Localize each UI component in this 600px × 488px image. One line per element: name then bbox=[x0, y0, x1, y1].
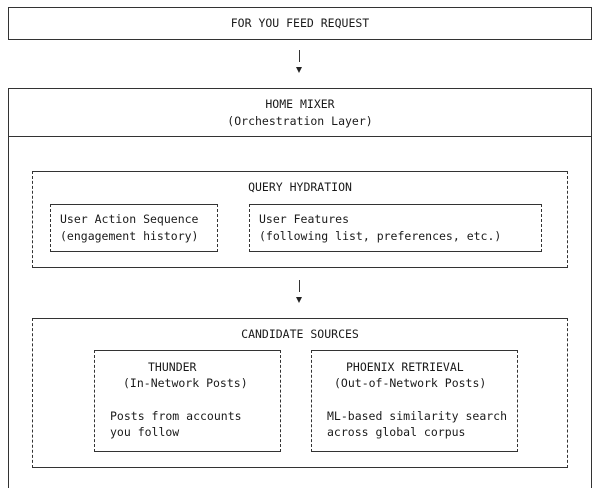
query-hydration-title: QUERY HYDRATION bbox=[248, 180, 352, 194]
feed-request-label: FOR YOU FEED REQUEST bbox=[230, 16, 370, 30]
phoenix-retrieval-subtitle: (Out-of-Network Posts) bbox=[334, 376, 487, 390]
user-action-sequence-subtitle: (engagement history) bbox=[60, 229, 199, 243]
user-features-subtitle: (following list, preferences, etc.) bbox=[259, 229, 502, 243]
arrow-hydration-to-sources bbox=[299, 280, 300, 292]
arrow-request-to-mixer-head bbox=[296, 67, 302, 73]
thunder-subtitle: (In-Network Posts) bbox=[123, 376, 248, 390]
home-mixer-container bbox=[8, 88, 592, 488]
thunder-description-line1: Posts from accounts bbox=[110, 409, 242, 423]
query-hydration-box bbox=[32, 171, 568, 268]
thunder-box bbox=[94, 350, 281, 452]
phoenix-retrieval-title: PHOENIX RETRIEVAL bbox=[346, 360, 464, 374]
thunder-title: THUNDER bbox=[148, 360, 197, 374]
home-mixer-header-divider bbox=[8, 136, 592, 137]
user-features-title: User Features bbox=[259, 212, 350, 226]
feed-request-box: FOR YOU FEED REQUEST bbox=[8, 7, 592, 40]
phoenix-retrieval-description-line1: ML-based similarity search bbox=[327, 409, 508, 423]
user-features-box bbox=[249, 204, 542, 252]
candidate-sources-box bbox=[32, 318, 568, 468]
home-mixer-title: HOME MIXER bbox=[265, 97, 335, 111]
arrow-request-to-mixer bbox=[299, 50, 300, 62]
phoenix-retrieval-description-line2: across global corpus bbox=[327, 425, 466, 439]
phoenix-retrieval-box bbox=[311, 350, 518, 452]
arrow-hydration-to-sources-head bbox=[296, 297, 302, 303]
user-action-sequence-title: User Action Sequence bbox=[60, 212, 199, 226]
user-action-sequence-box bbox=[50, 204, 218, 252]
home-mixer-subtitle: (Orchestration Layer) bbox=[227, 114, 373, 128]
thunder-description-line2: you follow bbox=[110, 425, 180, 439]
candidate-sources-title: CANDIDATE SOURCES bbox=[241, 327, 359, 341]
